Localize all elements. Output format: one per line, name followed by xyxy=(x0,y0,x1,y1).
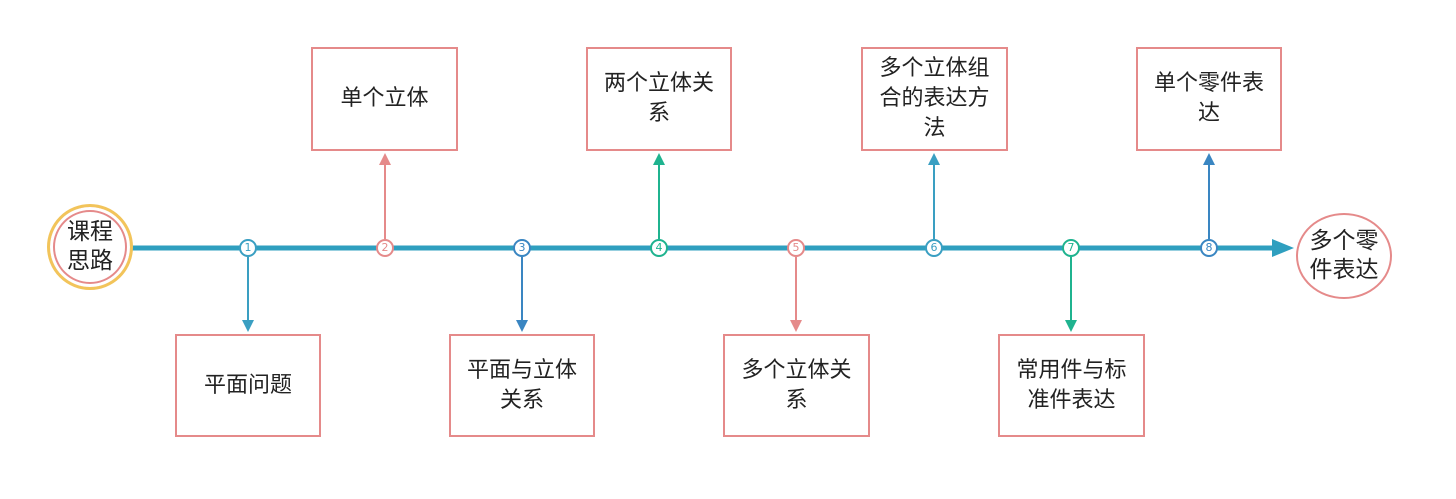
step-node-1: 1 xyxy=(239,239,257,257)
step-label-8: 单个零件表 达 xyxy=(1153,71,1264,126)
connector-arrowhead-4 xyxy=(653,153,665,165)
start-node: 课程 思路 xyxy=(47,204,133,290)
step-box-5: 多个立体关 系 xyxy=(723,334,870,437)
connector-arrowhead-2 xyxy=(379,153,391,165)
end-label: 多个零 件表达 xyxy=(1309,228,1379,283)
step-label-6: 多个立体组 合的表达方 法 xyxy=(879,56,990,141)
step-node-3: 3 xyxy=(513,239,531,257)
step-box-7: 常用件与标 准件表达 xyxy=(998,334,1145,437)
connector-arrowhead-7 xyxy=(1065,320,1077,332)
connector-arrowhead-3 xyxy=(516,320,528,332)
end-node: 多个零 件表达 xyxy=(1296,213,1392,299)
step-label-1: 平面问题 xyxy=(203,372,292,398)
step-box-1: 平面问题 xyxy=(175,334,321,437)
step-label-4: 两个立体关 系 xyxy=(603,71,714,126)
step-label-2: 单个立体 xyxy=(340,86,429,111)
step-box-4: 两个立体关 系 xyxy=(586,47,732,151)
step-box-3: 平面与立体 关系 xyxy=(449,334,595,437)
step-node-8: 8 xyxy=(1200,239,1218,257)
step-box-2: 单个立体 xyxy=(311,47,458,151)
step-node-7: 7 xyxy=(1062,239,1080,257)
step-node-5: 5 xyxy=(787,239,805,257)
timeline-arrowhead xyxy=(1272,239,1294,257)
step-node-6: 6 xyxy=(925,239,943,257)
step-node-2: 2 xyxy=(376,239,394,257)
step-box-6: 多个立体组 合的表达方 法 xyxy=(861,47,1008,151)
connector-arrowhead-6 xyxy=(928,153,940,165)
start-label: 课程 思路 xyxy=(67,219,113,274)
connector-arrowhead-5 xyxy=(790,320,802,332)
step-label-3: 平面与立体 关系 xyxy=(466,357,577,413)
step-label-7: 常用件与标 准件表达 xyxy=(1016,357,1127,413)
connector-arrowhead-1 xyxy=(242,320,254,332)
step-node-4: 4 xyxy=(650,239,668,257)
connector-arrowhead-8 xyxy=(1203,153,1215,165)
step-box-8: 单个零件表 达 xyxy=(1136,47,1282,151)
step-label-5: 多个立体关 系 xyxy=(741,357,852,413)
